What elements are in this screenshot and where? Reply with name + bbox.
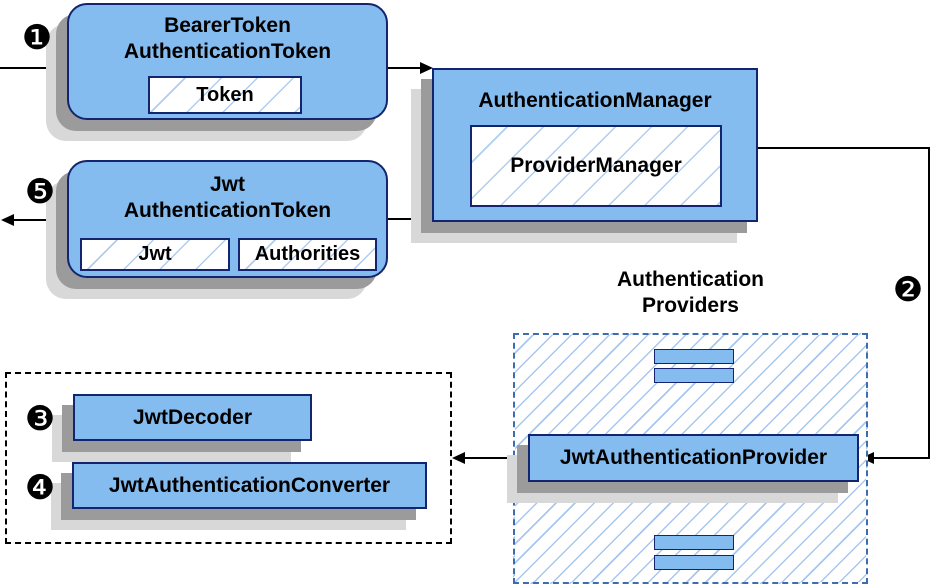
step-4-badge: ❹ — [24, 468, 56, 508]
step-5-badge: ❺ — [24, 172, 56, 212]
bearer-to-manager-arrow — [388, 62, 433, 74]
step-2-badge: ❷ — [892, 270, 924, 310]
other-provider-bar — [654, 555, 734, 570]
jwt-token-node-title: Jwt AuthenticationToken — [69, 172, 386, 224]
authorities-field: Authorities — [238, 238, 377, 271]
other-provider-bar — [654, 368, 734, 383]
bearer-token-title-line1: BearerToken — [164, 14, 291, 37]
authentication-manager-title: AuthenticationManager — [478, 89, 712, 112]
jwt-decoder-node: JwtDecoder — [73, 394, 312, 441]
authentication-providers-title: Authentication Providers — [513, 267, 868, 319]
step-3-badge: ❸ — [24, 399, 56, 439]
other-provider-bar — [654, 535, 734, 550]
jwt-token-title-line2: AuthenticationToken — [123, 199, 332, 222]
jwt-token-title-line1: Jwt — [209, 173, 245, 196]
authentication-providers-title-line2: Providers — [642, 294, 739, 317]
authentication-providers-group: JwtAuthenticationProvider — [513, 333, 868, 584]
jwt-field: Jwt — [80, 238, 230, 271]
bearer-token-node-title: BearerToken AuthenticationToken — [69, 13, 386, 65]
provider-manager-field: ProviderManager — [470, 125, 722, 207]
jwt-authentication-provider-node: JwtAuthenticationProvider — [528, 434, 859, 482]
jwt-authentication-token-node: Jwt AuthenticationToken Jwt Authorities — [67, 160, 388, 278]
jwt-authentication-converter-node: JwtAuthenticationConverter — [72, 462, 427, 509]
other-provider-bar — [654, 349, 734, 364]
authentication-manager-node: AuthenticationManager ProviderManager — [432, 68, 758, 222]
authentication-providers-title-line1: Authentication — [617, 268, 764, 291]
outgoing-result-arrow — [1, 214, 66, 226]
jwt-decoder-converter-group: JwtDecoder JwtAuthenticationConverter — [5, 372, 452, 544]
bearer-token-authentication-token-node: BearerToken AuthenticationToken Token — [67, 3, 388, 120]
step-1-badge: ❶ — [21, 18, 53, 58]
bearer-token-title-line2: AuthenticationToken — [123, 40, 332, 63]
token-field: Token — [148, 76, 302, 114]
